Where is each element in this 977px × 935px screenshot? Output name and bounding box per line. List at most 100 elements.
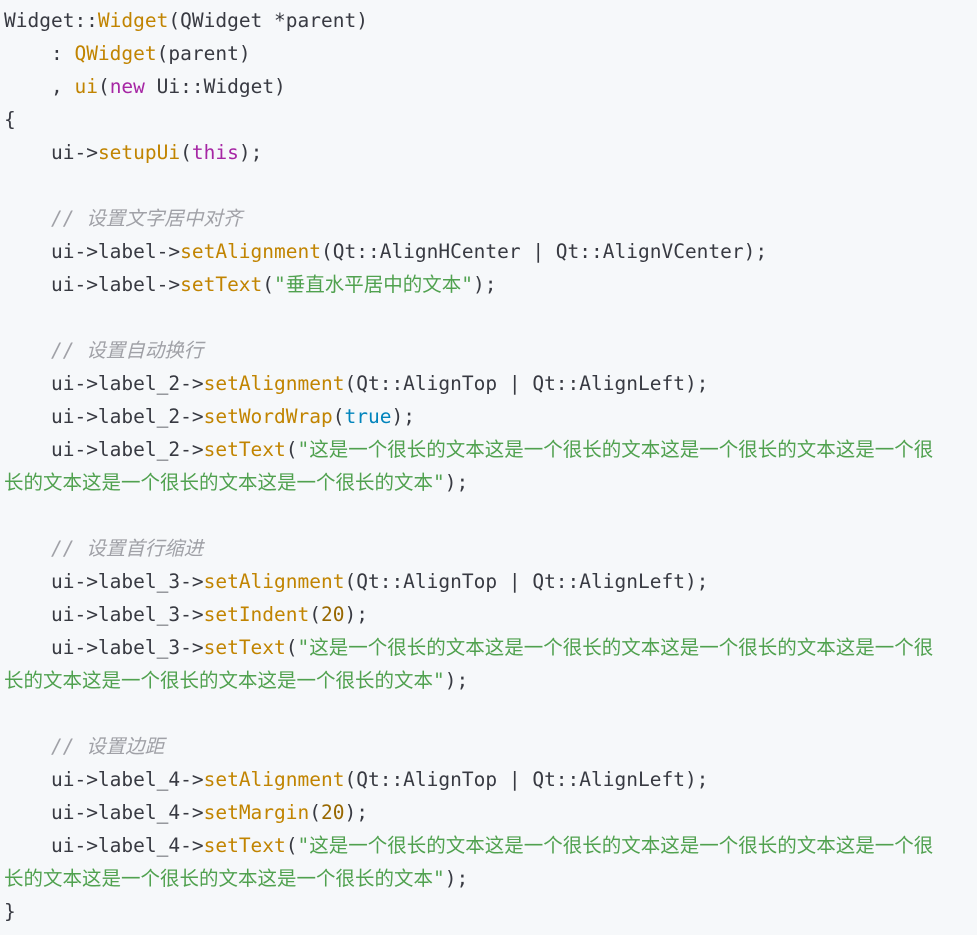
code-token-default: );	[238, 141, 263, 164]
code-line: ui->label->setText("垂直水平居中的文本");	[4, 268, 948, 301]
code-token-default: }	[4, 900, 16, 923]
code-line: ui->label_3->setText("这是一个很长的文本这是一个很长的文本…	[4, 631, 948, 697]
code-token-func: setAlignment	[180, 240, 321, 263]
code-line: // 设置边距	[4, 730, 948, 763]
code-line: ui->label_4->setText("这是一个很长的文本这是一个很长的文本…	[4, 829, 948, 895]
code-line	[4, 169, 948, 202]
code-token-string: "这是一个很长的文本这是一个很长的文本这是一个很长的文本这是一个很长的文本这是一…	[4, 636, 934, 692]
code-token-default: (parent)	[156, 42, 251, 65]
code-token-default: (	[309, 801, 322, 824]
code-token-string: "这是一个很长的文本这是一个很长的文本这是一个很长的文本这是一个很长的文本这是一…	[4, 438, 934, 494]
code-line: // 设置自动换行	[4, 334, 948, 367]
code-token-default: );	[344, 603, 368, 626]
code-token-func: Widget	[97, 9, 169, 32]
code-line: ui->label->setAlignment(Qt::AlignHCenter…	[4, 235, 948, 268]
code-token-default: ui->label->	[4, 273, 181, 296]
code-line: // 设置文字居中对齐	[4, 202, 948, 235]
code-token-default: ui->	[4, 141, 98, 164]
code-line: // 设置首行缩进	[4, 532, 948, 565]
code-line: ui->label_2->setWordWrap(true);	[4, 400, 948, 433]
code-token-comment: // 设置边距	[50, 735, 165, 758]
code-token-default: (Qt::AlignTop | Qt::AlignLeft);	[344, 768, 709, 791]
code-token-default: Ui::Widget)	[144, 75, 286, 98]
code-token-func: setAlignment	[203, 372, 345, 395]
code-line: ui->label_3->setAlignment(Qt::AlignTop |…	[4, 565, 948, 598]
code-content[interactable]: Widget::Widget(QWidget *parent) : QWidge…	[4, 4, 948, 928]
code-line	[4, 697, 948, 730]
code-token-default: ui->label_2->	[4, 405, 204, 428]
code-token-default: ui->label_4->	[4, 834, 204, 857]
code-token-string: "垂直水平居中的文本"	[274, 273, 474, 296]
code-token-default: ui->label_3->	[4, 603, 204, 626]
code-token-func: setText	[203, 438, 286, 461]
code-token-string: "这是一个很长的文本这是一个很长的文本这是一个很长的文本这是一个很长的文本这是一…	[4, 834, 934, 890]
code-token-default: ,	[4, 75, 75, 98]
code-token-keyword: new	[109, 75, 145, 98]
code-token-default: Widget::	[4, 9, 98, 32]
code-token-func: setupUi	[97, 141, 181, 164]
code-token-default: (	[180, 141, 192, 164]
code-line: , ui(new Ui::Widget)	[4, 70, 948, 103]
code-token-default: );	[444, 471, 469, 494]
code-token-default: (	[332, 405, 345, 428]
code-token-default: ui->label_4->	[4, 768, 204, 791]
code-token-default: (	[285, 834, 298, 857]
code-line: {	[4, 103, 948, 136]
code-token-comment: // 设置文字居中对齐	[50, 207, 243, 230]
code-token-number: 20	[321, 801, 345, 824]
code-line	[4, 301, 948, 334]
code-line: ui->label_2->setAlignment(Qt::AlignTop |…	[4, 367, 948, 400]
code-token-default: (	[262, 273, 275, 296]
code-token-func: setText	[203, 636, 286, 659]
code-token-default	[4, 735, 51, 758]
code-token-default: );	[391, 405, 415, 428]
code-line: }	[4, 895, 948, 928]
code-token-func: setMargin	[203, 801, 310, 824]
code-line: ui->label_3->setIndent(20);	[4, 598, 948, 631]
code-token-default: ui->label->	[4, 240, 181, 263]
code-token-func: QWidget	[74, 42, 157, 65]
code-token-default: (	[97, 75, 110, 98]
code-token-default: ui->label_4->	[4, 801, 204, 824]
code-line	[4, 499, 948, 532]
code-token-default: (Qt::AlignHCenter | Qt::AlignVCenter);	[321, 240, 768, 263]
code-token-bool: true	[344, 405, 392, 428]
code-line: ui->label_2->setText("这是一个很长的文本这是一个很长的文本…	[4, 433, 948, 499]
code-token-default: (Qt::AlignTop | Qt::AlignLeft);	[344, 372, 709, 395]
code-line: ui->label_4->setAlignment(Qt::AlignTop |…	[4, 763, 948, 796]
code-token-default	[4, 537, 51, 560]
code-token-default: );	[344, 801, 368, 824]
code-token-default: );	[473, 273, 497, 296]
code-token-func: setAlignment	[203, 768, 345, 791]
code-token-func: setText	[203, 834, 286, 857]
code-token-default: (QWidget *parent)	[168, 9, 368, 32]
code-token-func: ui	[74, 75, 98, 98]
code-token-default: (	[309, 603, 322, 626]
code-line: ui->label_4->setMargin(20);	[4, 796, 948, 829]
code-token-number: 20	[321, 603, 345, 626]
code-token-default: ui->label_3->	[4, 570, 204, 593]
code-token-default: );	[444, 669, 469, 692]
code-token-default	[4, 207, 51, 230]
code-token-default	[4, 339, 51, 362]
code-token-default: (	[285, 636, 298, 659]
code-token-default: {	[4, 108, 16, 131]
code-token-default: ui->label_2->	[4, 438, 204, 461]
code-token-default: :	[4, 42, 75, 65]
code-line: ui->setupUi(this);	[4, 136, 948, 169]
code-token-comment: // 设置自动换行	[50, 339, 204, 362]
code-line: Widget::Widget(QWidget *parent)	[4, 4, 948, 37]
code-token-default: );	[444, 867, 469, 890]
code-token-func: setText	[180, 273, 263, 296]
code-token-keyword: this	[191, 141, 239, 164]
code-token-default: (	[285, 438, 298, 461]
code-token-func: setWordWrap	[203, 405, 333, 428]
code-token-comment: // 设置首行缩进	[50, 537, 204, 560]
code-token-default: (Qt::AlignTop | Qt::AlignLeft);	[344, 570, 709, 593]
code-token-func: setIndent	[203, 603, 310, 626]
code-token-default: ui->label_3->	[4, 636, 204, 659]
code-token-func: setAlignment	[203, 570, 345, 593]
code-token-default: ui->label_2->	[4, 372, 204, 395]
code-line: : QWidget(parent)	[4, 37, 948, 70]
